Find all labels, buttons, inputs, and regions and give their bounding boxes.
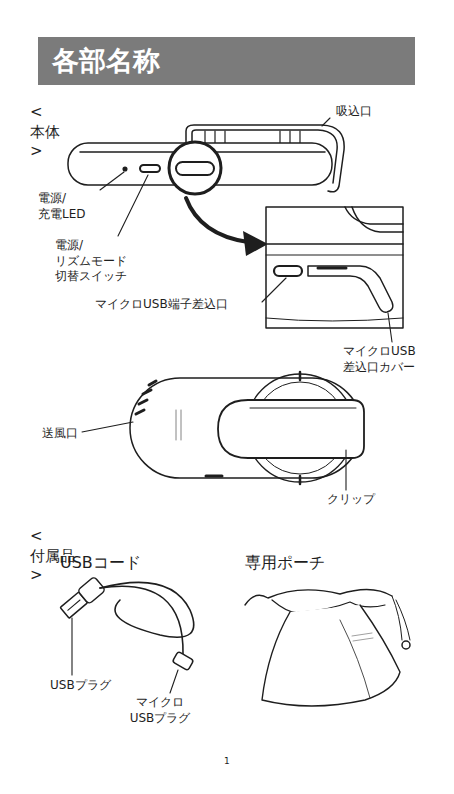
part-name: 電源/ 充電LED xyxy=(38,191,86,222)
section-heading: <本体> xyxy=(30,103,60,162)
part-name: マイクロUSB端子差込口 xyxy=(95,297,228,313)
part-name: マイクロUSB 差込口カバー xyxy=(343,344,416,375)
accessory-name: USBコード xyxy=(60,553,141,574)
accessory-name: 専用ポーチ xyxy=(245,553,325,574)
page-number: 1 xyxy=(224,756,230,768)
part-name: クリップ xyxy=(327,492,375,508)
part-name: 電源/リズムモード 切替スイッチ xyxy=(55,238,127,285)
part-name: USBプラグ xyxy=(50,678,111,694)
page-title: 各部名称 xyxy=(52,42,160,80)
part-name: マイクロ USBプラグ xyxy=(130,695,191,726)
part-name: 送風口 xyxy=(42,426,78,442)
part-name: 吸込口 xyxy=(336,104,372,120)
